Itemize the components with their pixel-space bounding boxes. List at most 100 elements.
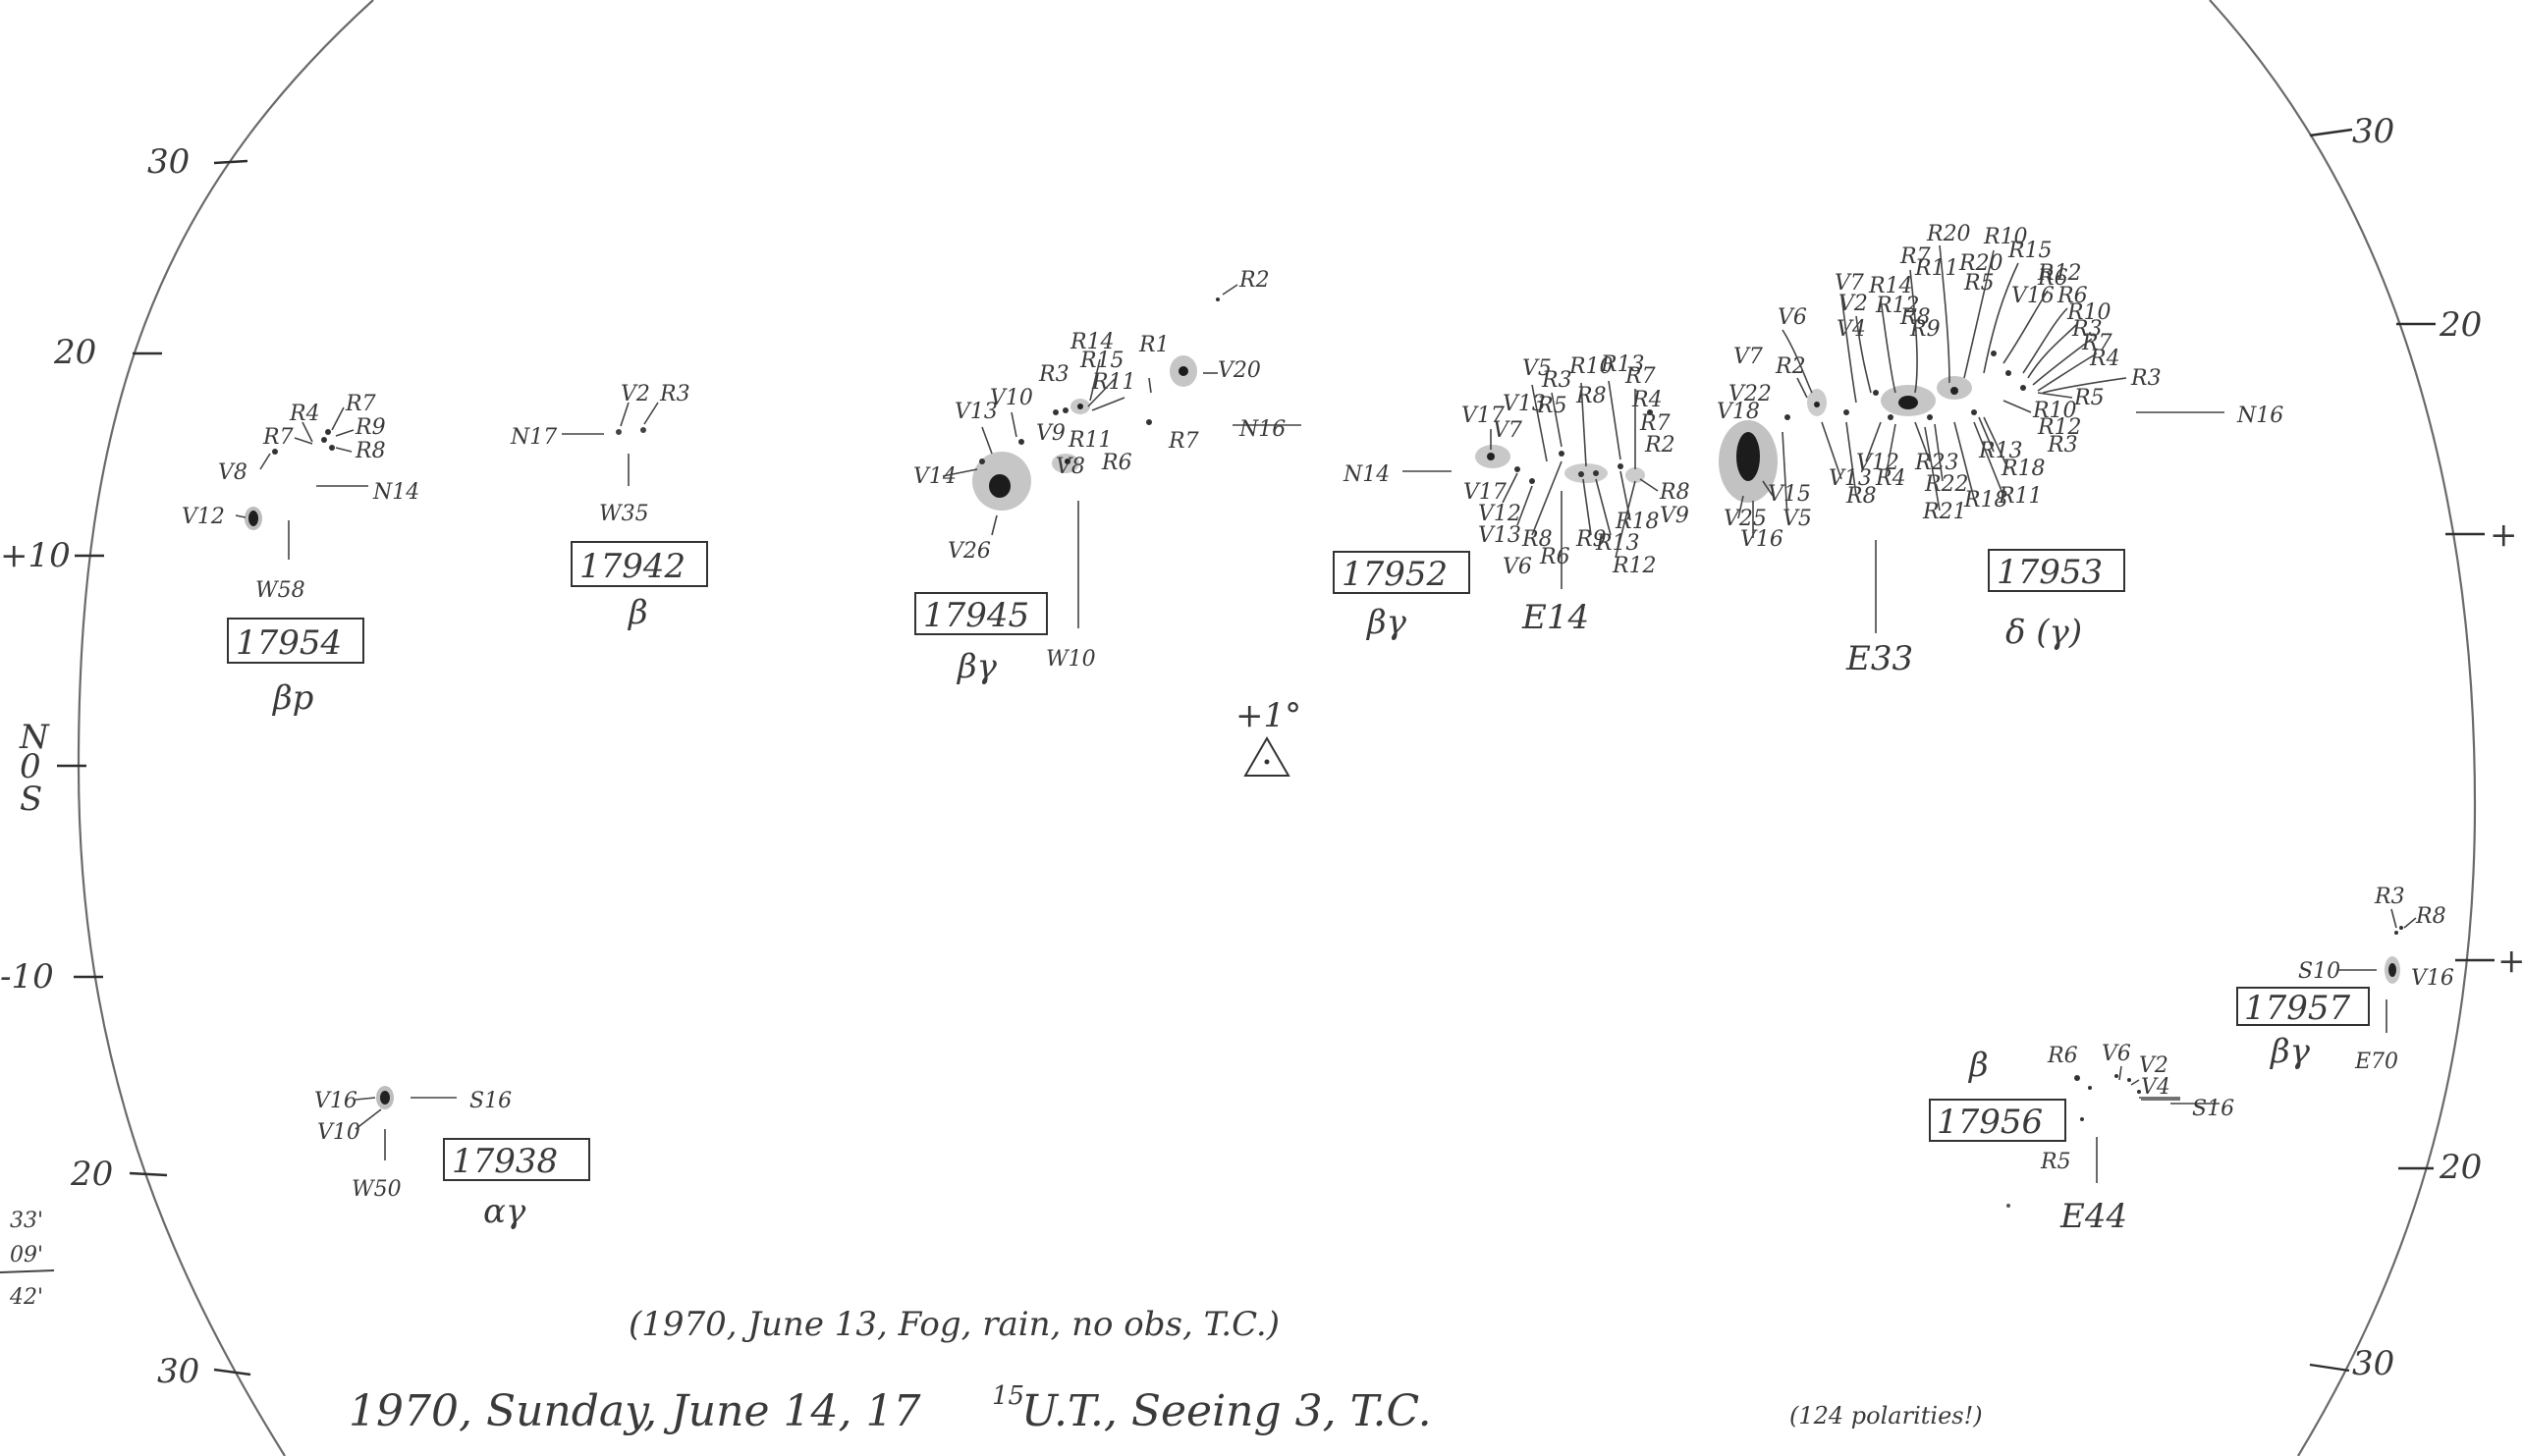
- spot-label: R6: [2047, 1044, 2078, 1068]
- spot-label: V16: [314, 1089, 357, 1113]
- spot-label: R10: [2032, 399, 2077, 423]
- spot-label: V6: [1503, 555, 1532, 579]
- spot-label: R11: [1068, 428, 1113, 453]
- spot-label: R10: [2066, 300, 2112, 325]
- lat-label-30-north: 30: [147, 142, 190, 182]
- spot-label: R23: [1914, 451, 1959, 475]
- spot-label: R8: [1659, 480, 1690, 505]
- region-latitude: N14: [1343, 462, 1390, 487]
- sunspot-umbra: [380, 1091, 390, 1105]
- lat-label-zero: 0: [20, 747, 41, 786]
- region-position: E33: [1845, 639, 1913, 678]
- region-17938: V16 V10 S16 W50 17938 αγ: [314, 1086, 590, 1231]
- spot-label: R4: [1631, 388, 1663, 412]
- region-17954: R4 R7 R7 R9 R8 V8 V12 N14 W58 17954 βp: [182, 392, 419, 718]
- region-17953: V7 V22 V18 R2 V6 V7 V2 R14 R7 R20 R10 R1…: [1717, 222, 2283, 678]
- region-17942: V2 R3 N17 W35 17942 β: [510, 382, 708, 632]
- region-number-box: [1988, 549, 2125, 592]
- sunspot-umbra: [248, 511, 258, 526]
- region-position: W10: [1046, 647, 1096, 672]
- spot-label: V22: [1728, 382, 1772, 406]
- region-number: 17953: [1997, 553, 2103, 592]
- region-number: 17945: [923, 596, 1029, 635]
- spot-label: V6: [1778, 305, 1807, 330]
- spot-label: V12: [182, 505, 225, 529]
- region-class: βγ: [956, 647, 998, 686]
- spot-label: R7: [1624, 364, 1656, 389]
- margin-note-line-1: 33': [10, 1209, 43, 1233]
- region-number-box: [914, 592, 1048, 635]
- spot-label: R11: [1091, 370, 1136, 395]
- spot-label: R8: [1521, 527, 1553, 552]
- region-latitude: N17: [510, 425, 557, 450]
- region-class: βγ: [1365, 603, 1407, 642]
- spot-label: R12: [1612, 554, 1657, 578]
- region-17952: V17 V5 V13 R3 R10 R13 R7 R4 V7 R5 R8 R7 …: [1333, 352, 1690, 642]
- spot-label: R4: [1875, 466, 1906, 491]
- spot-label: V9: [1036, 421, 1066, 446]
- spot-label: R13: [1600, 352, 1645, 377]
- spot-label: R18: [1963, 488, 2008, 512]
- spot-label: R20: [1926, 222, 1971, 246]
- lat-label-10-north: +10: [0, 536, 71, 575]
- region-number-box: [227, 618, 364, 664]
- lat-label-right-20-north: 20: [2439, 305, 2482, 345]
- spot-label: V2: [2139, 1053, 2168, 1078]
- region-position: W50: [352, 1177, 402, 1202]
- observation-caption: 1970, Sunday, June 14, 17 15 U.T., Seein…: [349, 1381, 1432, 1436]
- spot-label: R18: [1615, 510, 1660, 534]
- region-number-box: [443, 1138, 590, 1181]
- region-number: 17952: [1342, 555, 1448, 594]
- lat-label-10-south: -10: [0, 957, 54, 997]
- spot-label: R22: [1924, 472, 1969, 497]
- region-class: δ (γ): [2005, 613, 2082, 652]
- spot-label: R10: [1568, 354, 1614, 379]
- spot-label: R10: [1983, 225, 2028, 249]
- spot-label: R5: [1963, 271, 1995, 296]
- region-number: 17957: [2244, 989, 2351, 1028]
- spot-label: R5: [1536, 394, 1567, 418]
- spot-label: R7: [345, 392, 376, 416]
- disk-center-marker: +1°: [1235, 696, 1301, 777]
- spot-label: R20: [1958, 251, 2003, 276]
- spot-label: V7: [1835, 271, 1864, 296]
- spot-label: R6: [1101, 451, 1132, 475]
- spot-label: V13: [1829, 466, 1872, 491]
- spot-label: R3: [1541, 368, 1572, 393]
- spot-label: R9: [355, 415, 386, 440]
- spot-label: R8: [1845, 484, 1877, 509]
- spot-label: R3: [659, 382, 690, 406]
- spot-label: V16: [2011, 284, 2055, 308]
- spot-label: V5: [1522, 356, 1552, 381]
- lat-label-right-20-south: 20: [2439, 1148, 2482, 1187]
- spot-label: R6: [2057, 284, 2088, 308]
- spot-label: V12: [1856, 451, 1899, 475]
- spot-label: V7: [1493, 418, 1522, 443]
- spot-label: V15: [1768, 482, 1811, 507]
- region-class: β: [1967, 1046, 1989, 1085]
- region-class: βγ: [2269, 1032, 2311, 1071]
- caption-rest: U.T., Seeing 3, T.C.: [1021, 1386, 1432, 1436]
- spot-label: V6: [2102, 1042, 2131, 1066]
- caption-time-minutes: 15: [992, 1381, 1024, 1411]
- spot-label: V4: [2141, 1075, 2170, 1100]
- spot-label: V17: [1461, 404, 1505, 428]
- region-number: 17956: [1937, 1103, 2043, 1142]
- region-17956: R6 V6 V2 V4 R5 S16 E44 17956 β: [1929, 1042, 2234, 1236]
- spot-label: R15: [1079, 349, 1124, 373]
- lat-label-right-10-north: +: [2490, 515, 2518, 555]
- spot-label: V4: [1837, 317, 1866, 342]
- region-number-box: [1333, 551, 1470, 594]
- spot-label: R12: [2037, 261, 2082, 286]
- region-number-box: [571, 541, 708, 587]
- spot-label: V16: [2411, 966, 2454, 991]
- lat-label-30-south: 30: [157, 1352, 199, 1391]
- spot-label: R3: [2047, 433, 2078, 458]
- spot-label: V13: [955, 400, 998, 424]
- spot-label: V16: [1740, 527, 1783, 552]
- spot-label: V7: [1733, 345, 1763, 369]
- latitude-scale-left: 30 20 +10 N 0 S -10 20 30: [0, 142, 251, 1391]
- spot-label: V8: [1056, 455, 1085, 479]
- spot-label: R11: [1998, 484, 2043, 509]
